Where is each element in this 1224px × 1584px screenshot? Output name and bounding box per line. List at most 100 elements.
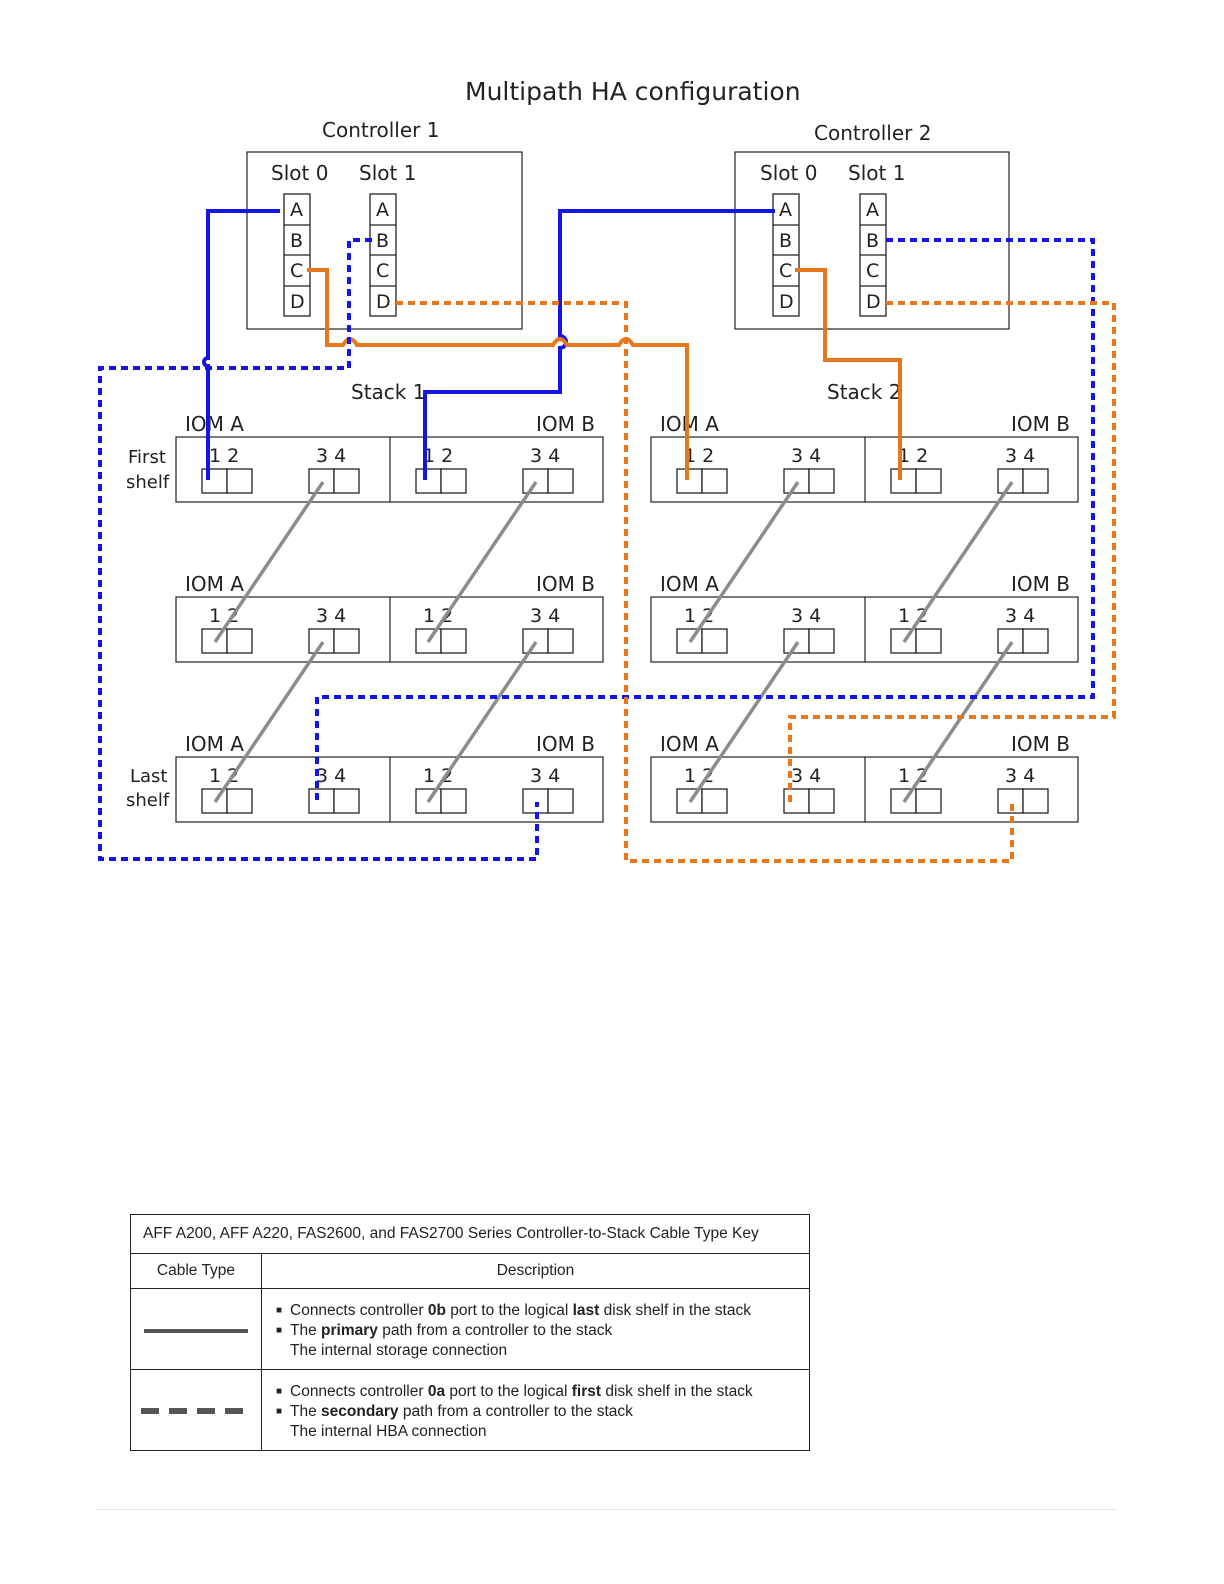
last-shelf-label-1: Last (130, 766, 168, 787)
controller-1-box (246, 151, 523, 330)
stack1-iomb-shelf2-3 (426, 641, 538, 803)
port-label-1-2: 1 2 (898, 605, 928, 627)
svg-text:B: B (290, 230, 303, 252)
sas-port (808, 788, 835, 814)
sas-port (890, 468, 917, 494)
sas-port (783, 628, 810, 654)
sas-port (308, 468, 335, 494)
port-label-3-4: 3 4 (530, 445, 560, 467)
first-shelf-label-1: First (128, 447, 166, 468)
svg-text:B: B (779, 230, 792, 252)
stack1-ioma-shelf2-3 (213, 641, 325, 803)
port-label-3-4: 3 4 (530, 605, 560, 627)
ioma-label: IOM A (660, 572, 719, 596)
sas-port (701, 788, 728, 814)
controller-2-slot-1-ports: A B C D (859, 193, 887, 317)
sas-port (1022, 628, 1049, 654)
controller-2-slot-0-label: Slot 0 (760, 161, 817, 185)
svg-text:D: D (290, 291, 305, 313)
iomb-label: IOM B (536, 412, 595, 436)
stack2-ioma-shelf1-2 (688, 481, 800, 643)
stack2-iomb-shelf1-2 (902, 481, 1014, 643)
controller-1-label: Controller 1 (322, 118, 439, 142)
port-label-3-4: 3 4 (1005, 445, 1035, 467)
port-label-3-4: 3 4 (316, 605, 346, 627)
sas-port (1022, 468, 1049, 494)
port-label-3-4: 3 4 (316, 445, 346, 467)
sas-port (226, 468, 253, 494)
ioma-label: IOM A (660, 412, 719, 436)
stack1-ioma-shelf1-2 (213, 481, 325, 643)
iomb-label: IOM B (1011, 732, 1070, 756)
sas-port (440, 628, 467, 654)
ioma-label: IOM A (185, 412, 244, 436)
svg-text:A: A (866, 199, 879, 221)
sas-port (522, 788, 549, 814)
sas-port (333, 468, 360, 494)
iomb-label: IOM B (536, 572, 595, 596)
svg-text:B: B (376, 230, 389, 252)
sas-port (808, 468, 835, 494)
ctrl1-0a-to-stack1-first-shelf-ioma (202, 209, 280, 480)
sas-port (783, 788, 810, 814)
port-label-1-2: 1 2 (684, 765, 714, 787)
sas-port (783, 468, 810, 494)
port-label-1-2: 1 2 (684, 605, 714, 627)
sas-port (997, 628, 1024, 654)
sas-port (522, 628, 549, 654)
port-label-1-2: 1 2 (423, 765, 453, 787)
svg-text:C: C (376, 260, 389, 282)
solid-cable-sample (130, 1288, 262, 1370)
iomb-label: IOM B (1011, 412, 1070, 436)
controller-1-slot-1-label: Slot 1 (359, 161, 416, 185)
svg-text:D: D (376, 291, 391, 313)
sas-port (915, 468, 942, 494)
port-label-3-4: 3 4 (791, 445, 821, 467)
controller-2-slot-0-ports: A B C D (772, 193, 800, 317)
ctrl1-1b-to-stack1-last-shelf-iomb (98, 238, 539, 861)
sas-port (522, 468, 549, 494)
controller-2-label: Controller 2 (814, 121, 931, 145)
sas-port (1022, 788, 1049, 814)
ioma-label: IOM A (185, 732, 244, 756)
sas-port (701, 468, 728, 494)
port-label-1-2: 1 2 (898, 765, 928, 787)
sas-port (440, 468, 467, 494)
dashed-cable-description: ■Connects controller 0a port to the logi… (261, 1369, 810, 1451)
sas-port (201, 468, 228, 494)
sas-port (226, 628, 253, 654)
port-label-1-2: 1 2 (209, 605, 239, 627)
solid-cable-description: ■Connects controller 0b port to the logi… (261, 1288, 810, 1370)
key-col-cable-type: Cable Type (130, 1253, 262, 1289)
key-caption: AFF A200, AFF A220, FAS2600, and FAS2700… (130, 1214, 810, 1254)
sas-port (226, 788, 253, 814)
sas-port (308, 628, 335, 654)
port-label-1-2: 1 2 (423, 605, 453, 627)
stack-2-label: Stack 2 (827, 380, 901, 404)
cable-type-key-table: AFF A200, AFF A220, FAS2600, and FAS2700… (130, 1214, 810, 1451)
port-label-1-2: 1 2 (684, 445, 714, 467)
sas-port (440, 788, 467, 814)
diagram-title: Multipath HA configuration (465, 77, 801, 106)
controller-1-slot-0-label: Slot 0 (271, 161, 328, 185)
iomb-label: IOM B (1011, 572, 1070, 596)
dashed-cable-sample (130, 1369, 262, 1451)
port-label-3-4: 3 4 (791, 765, 821, 787)
sas-port (547, 468, 574, 494)
stack2-iomb-shelf2-3 (902, 641, 1014, 803)
iomb-label: IOM B (536, 732, 595, 756)
sas-port (333, 628, 360, 654)
controller-1-slot-1-ports: A B C D (369, 193, 397, 317)
sas-port (808, 628, 835, 654)
key-col-description: Description (261, 1253, 810, 1289)
port-label-3-4: 3 4 (791, 605, 821, 627)
svg-text:C: C (290, 260, 303, 282)
sas-port (701, 628, 728, 654)
ioma-label: IOM A (660, 732, 719, 756)
first-shelf-label-2: shelf (126, 472, 170, 493)
ctrl2-1b-to-stack1-last-shelf-ioma (315, 238, 1095, 802)
sas-port (547, 628, 574, 654)
